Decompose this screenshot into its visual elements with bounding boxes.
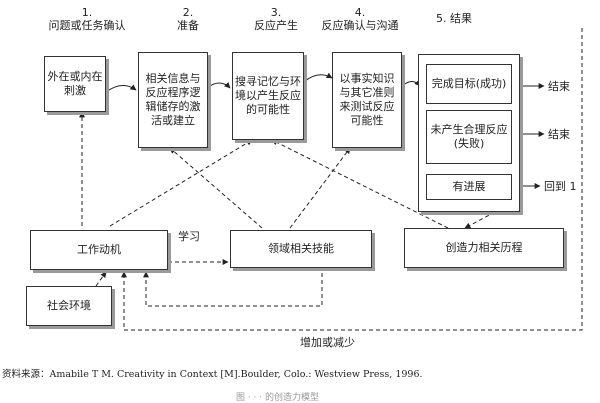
source-note: 资料来源：Amabile T M. Creativity in Context … [2,369,423,380]
search-text: 搜寻记忆与环境以产生反应的可能性 [235,75,301,116]
success-end-label: 结束 [548,80,570,93]
stage-2-label: 准备 [177,19,199,32]
arrow-test-to-outcomes [399,79,421,89]
motivation-text: 工作动机 [77,243,121,256]
stage-4-label: 反应确认与沟通 [321,19,399,32]
stage-3-header: 3. 反应产生 [236,6,316,32]
test-text: 以事实知识与其它准则来测试反应可能性 [339,72,395,127]
stage-3-label: 反应产生 [254,19,298,32]
test-box: 以事实知识与其它准则来测试反应可能性 [332,52,402,148]
prep-text: 相关信息与反应程序逻辑储存的激活或建立 [145,72,201,127]
increase-decrease-label: 增加或减少 [300,336,355,349]
social-text: 社会环境 [47,299,91,312]
stage-3-number: 3. [270,6,282,19]
arrow-creativity-to-search [271,139,449,229]
stage-4-header: 4. 反应确认与沟通 [310,6,410,32]
arrow-motivation-to-search [109,139,253,227]
progress-back-label: 回到 1 [544,180,577,193]
arrow-skills-loop [143,266,323,307]
arrow-social-to-motivation [95,271,107,287]
stage-1-number: 1. [81,6,93,19]
social-box: 社会环境 [26,286,112,326]
creativity-box: 创造力相关历程 [404,228,564,268]
stage-1-header: 1. 问题或任务确认 [44,6,130,32]
creativity-text: 创造力相关历程 [445,241,523,254]
stage-2-number: 2. [182,6,194,19]
arrow-outcome-to-creativity [464,211,496,229]
stage-5-header: 5. 结果 [424,12,484,25]
stage-1-label: 问题或任务确认 [48,19,126,32]
arrow-skills-to-prep [169,147,263,229]
stage-2-header: 2. 准备 [158,6,218,32]
stage-5-label: 5. 结果 [436,12,472,25]
motivation-box: 工作动机 [30,230,168,270]
success-box: 完成目标(成功) [426,64,512,104]
figure-caption: 图 · · · 的创造力模型 [236,393,320,403]
domain-skills-box: 领域相关技能 [230,230,372,268]
fail-text: 未产生合理反应(失败) [430,123,508,150]
success-text: 完成目标(成功) [431,77,507,90]
fail-box: 未产生合理反应(失败) [426,110,512,164]
arrow-search-to-test [303,72,333,83]
arrow-increase-decrease [121,28,583,331]
arrow-prep-to-search [206,82,231,89]
arrow-stimulus-to-prep [105,84,137,93]
progress-box: 有进展 [426,174,512,200]
arrow-skills-to-test [289,147,351,229]
fail-end-label: 结束 [548,128,570,141]
stimulus-box: 外在或内在刺激 [44,56,106,112]
domain-skills-text: 领域相关技能 [268,242,334,255]
search-box: 搜寻记忆与环境以产生反应的可能性 [232,52,304,140]
stimulus-text: 外在或内在刺激 [47,70,103,97]
learning-label: 学习 [178,230,200,243]
stage-4-number: 4. [354,6,366,19]
prep-box: 相关信息与反应程序逻辑储存的激活或建立 [138,52,208,148]
progress-text: 有进展 [452,180,486,193]
